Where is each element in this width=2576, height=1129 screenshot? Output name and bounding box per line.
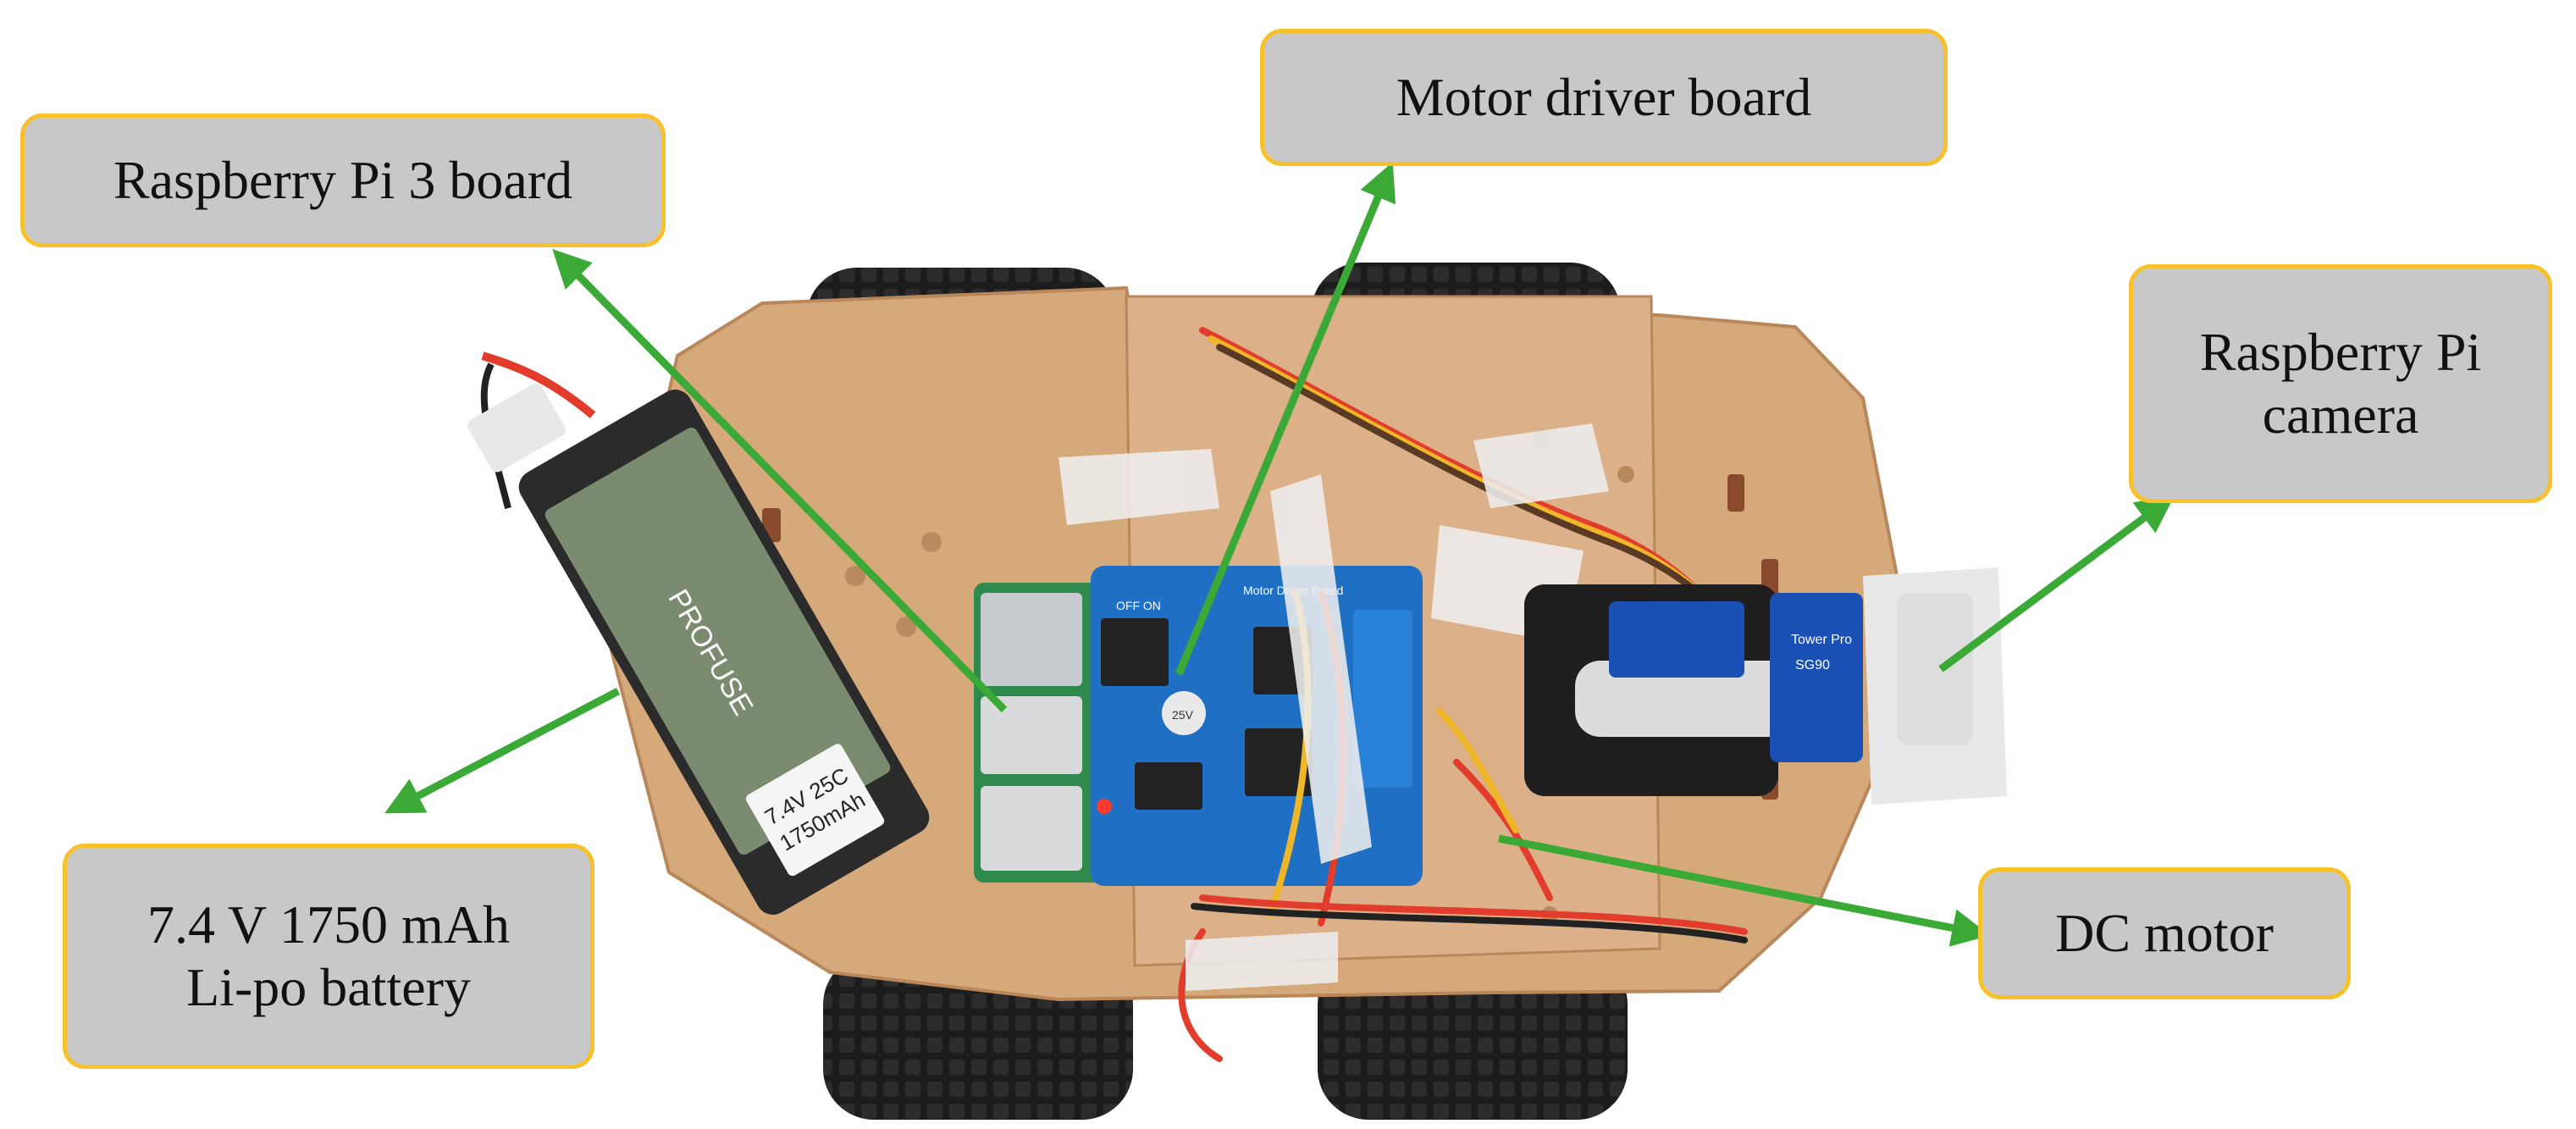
arrow-dc-motor	[1498, 834, 1991, 947]
pi-usb-port-2	[981, 786, 1082, 871]
driver-chip-3	[1245, 728, 1313, 796]
camera-assembly: Tower Pro SG90	[1524, 567, 2007, 805]
camera-ribbon-cable	[1575, 661, 1795, 737]
tilt-servo	[1770, 593, 1863, 762]
callout-motor-driver-text: Motor driver board	[1396, 67, 1812, 128]
camera-module	[1897, 593, 1973, 745]
arrow-raspberry-pi	[552, 248, 1008, 713]
callout-camera-line-2: camera	[2262, 385, 2419, 445]
driver-switch-label: OFF ON	[1116, 599, 1161, 612]
driver-chip-4	[1135, 762, 1202, 810]
driver-capacitor	[1162, 691, 1206, 735]
arrow-battery	[384, 688, 621, 814]
callout-dc-motor: DC motor	[1978, 867, 2351, 999]
arrow-camera	[1938, 495, 2175, 672]
callout-lipo-battery: 7.4 V 1750 mAh Li-po battery	[63, 844, 594, 1069]
pi-ethernet-port	[981, 593, 1082, 686]
driver-terminal-block	[1353, 610, 1412, 788]
pan-servo	[1609, 601, 1744, 678]
callout-dc-motor-text: DC motor	[2055, 903, 2274, 964]
callout-battery-line-2: Li-po battery	[186, 957, 471, 1017]
driver-led	[1097, 799, 1112, 814]
servo-model: SG90	[1795, 658, 1830, 672]
callout-raspberry-pi-text: Raspberry Pi 3 board	[113, 150, 573, 211]
callout-raspberry-pi-board: Raspberry Pi 3 board	[20, 113, 666, 247]
callout-raspberry-pi-camera: Raspberry Pi camera	[2129, 264, 2552, 503]
motor-driver-board: 25V OFF ON Motor Driver Board	[1091, 566, 1423, 886]
servo-brand: Tower Pro	[1791, 633, 1852, 647]
arrows	[384, 162, 2175, 947]
pi-usb-port-1	[981, 696, 1082, 774]
battery-label	[544, 427, 891, 855]
battery-connector	[467, 383, 566, 473]
driver-chip-1	[1101, 618, 1169, 686]
callout-battery-line-1: 7.4 V 1750 mAh	[147, 894, 510, 955]
callout-motor-driver-board: Motor driver board	[1260, 29, 1948, 166]
capacitor-label: 25V	[1172, 708, 1194, 722]
lipo-battery: PROFUSE 7.4V 25C 1750mAh	[467, 351, 930, 915]
arrow-motor-driver	[1175, 162, 1396, 676]
callout-camera-line-1: Raspberry Pi	[2199, 322, 2482, 383]
battery-lead-red	[481, 351, 596, 418]
